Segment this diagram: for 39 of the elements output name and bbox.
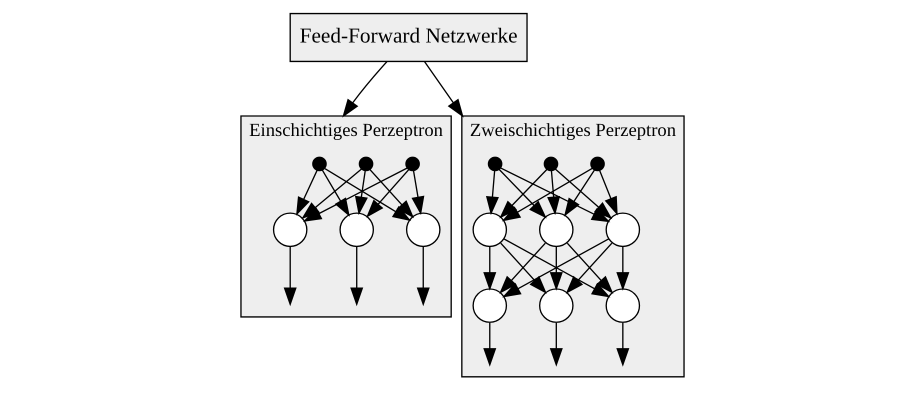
- node-circle: [472, 212, 507, 248]
- arrow: [342, 61, 387, 118]
- node-box: Feed-Forward Netzwerke: [289, 12, 528, 62]
- node-dot: [358, 156, 373, 172]
- arrow: [485, 170, 498, 216]
- arrow: [410, 170, 424, 216]
- node-dot: [590, 156, 604, 172]
- node-dot: [312, 156, 326, 172]
- arrow: [616, 322, 629, 367]
- node-circle: [472, 288, 507, 323]
- node-circle: [338, 212, 374, 248]
- arrow: [598, 170, 618, 216]
- arrow: [416, 246, 430, 306]
- node-circle: [605, 212, 640, 248]
- arrow: [283, 246, 296, 306]
- node-circle: [538, 288, 574, 323]
- arrow: [482, 322, 496, 367]
- arrow: [546, 170, 560, 216]
- node-circle: [605, 288, 640, 323]
- node-circle: [272, 212, 307, 248]
- node-dot: [404, 156, 420, 172]
- node-circle: [405, 212, 440, 248]
- arrow: [350, 246, 363, 306]
- arrow: [300, 168, 362, 220]
- arrow: [616, 246, 629, 291]
- arrow: [549, 322, 562, 367]
- node-dot: [487, 156, 502, 172]
- arrow: [563, 170, 594, 217]
- cluster: Zweischichtiges Perzeptron: [460, 115, 684, 378]
- cluster: Einschichtiges Perzeptron: [240, 115, 452, 318]
- arrow: [324, 168, 411, 222]
- node-circle: [538, 212, 574, 248]
- arrow: [423, 61, 464, 118]
- arrow: [354, 170, 368, 216]
- arrow: [549, 246, 562, 291]
- arrow: [482, 246, 496, 291]
- arrow: [554, 168, 612, 220]
- node-dot: [543, 156, 558, 172]
- arrow: [296, 170, 318, 216]
